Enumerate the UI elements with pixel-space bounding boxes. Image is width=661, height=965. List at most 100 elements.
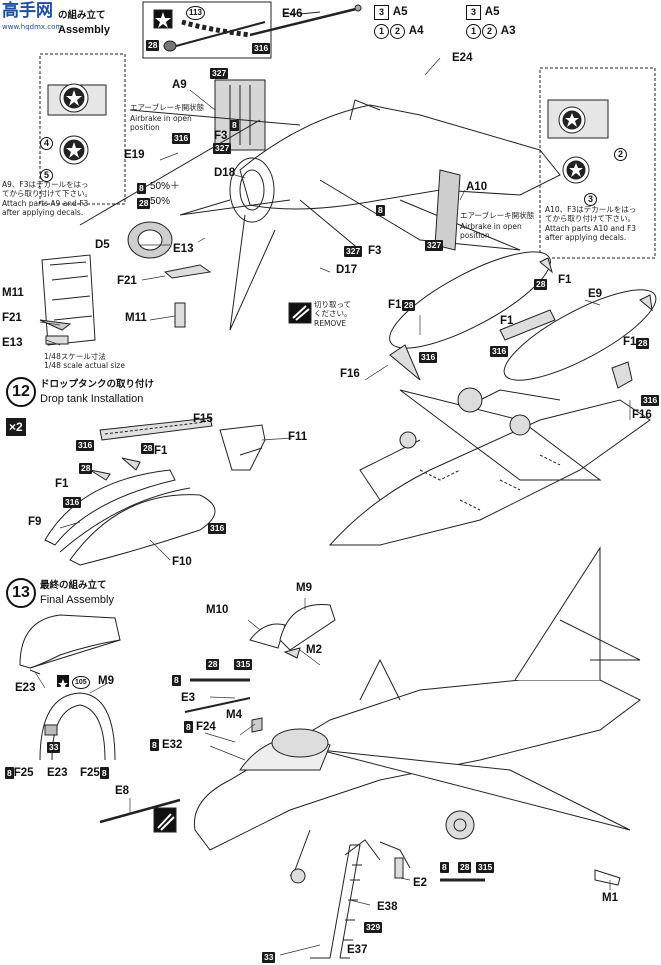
color-badge: 8 — [5, 767, 14, 779]
label-m10: M10 — [206, 604, 229, 616]
color-badge: 28 — [402, 300, 416, 311]
variant-icon-1: 1 — [466, 24, 481, 39]
airbrake-note-en-right: Airbrake in open position — [460, 222, 522, 241]
label-text: F25 — [13, 767, 34, 779]
color-badge: 28 — [206, 659, 220, 670]
color-badge: 33 — [47, 742, 61, 753]
label-m4: M4 — [226, 709, 242, 721]
part-m11 — [174, 302, 186, 328]
label-f1b: F1 — [558, 274, 572, 286]
mix-ratio-2: 50% — [150, 196, 171, 207]
color-badge: 28 — [146, 40, 160, 51]
label-e2: E2 — [413, 877, 428, 889]
label-f16a: F16 — [340, 368, 360, 380]
label-m1: M1 — [602, 892, 618, 904]
color-badge: 316 — [63, 497, 82, 508]
airbrake-note-jp-right: エアーブレーキ開状態 — [460, 211, 535, 220]
label-f1a: F1 — [388, 299, 402, 311]
small-part — [163, 40, 177, 52]
label-e38: E38 — [377, 901, 398, 913]
label-e8: E8 — [115, 785, 130, 797]
label-e13a: E13 — [173, 243, 194, 255]
canopy-m10 — [249, 623, 286, 649]
variant-label: A3 — [500, 25, 516, 37]
label-d5: D5 — [95, 239, 110, 251]
logo-text: 高手网 — [2, 1, 53, 20]
color-badge: 8 — [137, 183, 146, 194]
color-badge: 28 — [458, 862, 472, 873]
color-badge: 28 — [636, 338, 650, 349]
color-badge: 316 — [76, 440, 95, 451]
inset-right — [539, 67, 656, 259]
color-badge: 33 — [262, 952, 276, 963]
step12-title-jp: ドロップタンクの取り付け — [40, 379, 155, 390]
label-text: E32 — [161, 739, 183, 751]
label-e46: E46 — [282, 8, 303, 20]
label-f1e: F1 — [154, 445, 168, 457]
label-f24: 8 F24 — [184, 721, 216, 734]
part-f21 — [163, 264, 212, 279]
remove-note: 切り取って ください。 REMOVE — [314, 300, 352, 328]
label-e23b: E23 — [47, 767, 68, 779]
aircraft-final — [99, 546, 641, 959]
step12-title-en: Drop tank Installation — [40, 393, 144, 405]
label-f3a: F3 — [214, 130, 228, 142]
circled-105: 105 — [72, 676, 90, 689]
circled-5: 5 — [40, 169, 54, 182]
remove-icon — [288, 302, 312, 324]
fuselage-step11 — [79, 79, 561, 331]
label-d18: D18 — [214, 167, 236, 179]
decal-note-right: A10、F3はデカールをはっ てから取り付けて下さい。 Attach parts… — [545, 205, 637, 243]
label-m2: M2 — [306, 644, 322, 656]
variant-label: A5 — [484, 6, 500, 18]
label-e19: E19 — [124, 149, 145, 161]
star-icon — [57, 675, 69, 689]
variant-label: A5 — [392, 6, 408, 18]
label-f1f: F1 — [55, 478, 69, 490]
color-badge: 8 — [99, 767, 109, 779]
step11-title-en: Assembly — [58, 24, 110, 36]
circled-113: 113 — [186, 6, 205, 20]
color-badge: 28 — [534, 279, 548, 290]
color-badge: 327 — [425, 240, 444, 251]
site-logo: 高手网 www.hqdmx.com — [0, 0, 62, 36]
label-f9: F9 — [28, 516, 42, 528]
color-badge: 329 — [364, 922, 383, 933]
canopy-detail — [19, 614, 121, 761]
canopy-m9 — [279, 603, 336, 651]
color-badge: 8 — [172, 675, 181, 686]
label-e37: E37 — [347, 944, 368, 956]
step13-title-jp: 最終の組み立て — [40, 580, 107, 591]
label-m11a: M11 — [2, 287, 24, 299]
drop-tank-left — [44, 417, 266, 566]
variant-icon-2: 2 — [482, 24, 497, 39]
color-badge: 28 — [79, 463, 93, 474]
label-f21a: F21 — [117, 275, 137, 287]
circled-4: 4 — [40, 137, 54, 150]
step12-number: 12 — [6, 377, 36, 407]
step11-title-jp: の組み立て — [58, 10, 106, 21]
variant-icon-2: 2 — [390, 24, 405, 39]
variant-row1-left: 3 A5 — [374, 5, 407, 20]
color-badge: 316 — [208, 523, 227, 534]
airbrake-note-jp: エアーブレーキ開状態 — [130, 103, 205, 112]
decal-note-left: A9、F3はデカールをはっ てから取り付けて下さい。 Attach parts … — [2, 180, 92, 218]
color-badge: 316 — [641, 395, 660, 406]
label-a9: A9 — [172, 79, 187, 91]
variant-row1-right: 3 A5 — [466, 5, 499, 20]
stripe-decal — [181, 19, 251, 38]
scale-note: 1/48スケール寸法 1/48 scale actual size — [44, 352, 125, 371]
color-badge: 8 — [184, 721, 193, 733]
label-m9a: M9 — [296, 582, 312, 594]
color-badge: 327 — [213, 143, 232, 154]
step12-multiplier: ×2 — [6, 418, 26, 436]
color-badge: 8 — [150, 739, 159, 751]
color-badge: 28 — [141, 443, 155, 454]
label-f21b: F21 — [2, 312, 22, 324]
color-badge: 28 — [137, 198, 151, 209]
color-badge: 315 — [234, 659, 253, 670]
label-f3b: F3 — [368, 245, 382, 257]
wing-detail — [39, 254, 96, 346]
